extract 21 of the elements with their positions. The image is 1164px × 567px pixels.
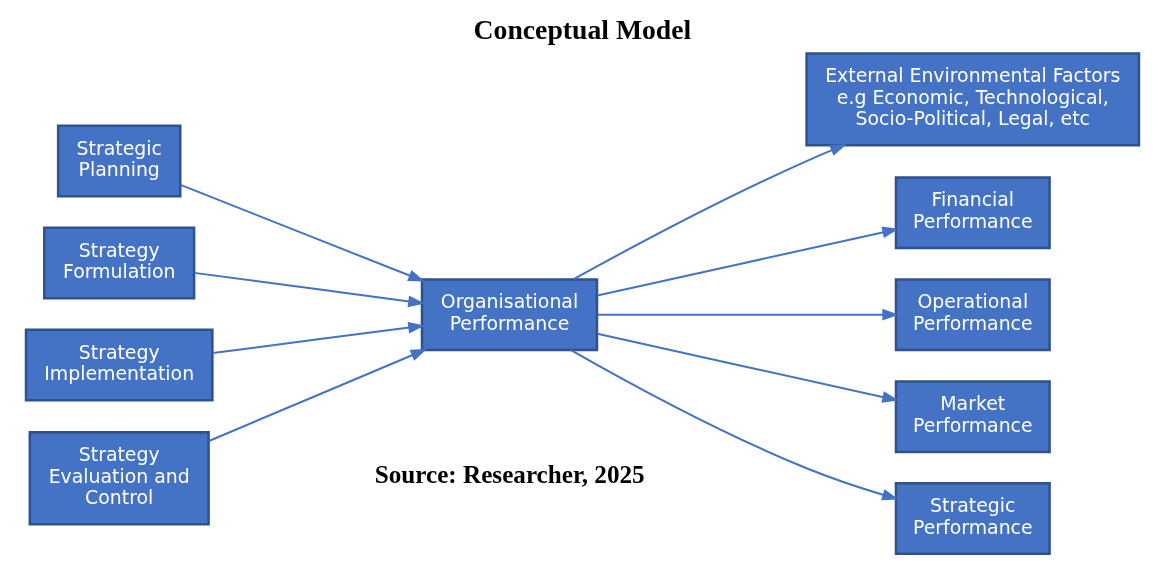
node-box: Strategic Performance: [894, 482, 1051, 556]
arrow: [179, 183, 425, 282]
diagram-title: Conceptual Model: [473, 14, 691, 46]
node-box: Strategy Evaluation and Control: [28, 431, 210, 526]
node-box: Strategy Formulation: [42, 226, 195, 300]
arrow: [208, 348, 427, 442]
node-box: Operational Performance: [894, 278, 1051, 352]
node-box: Market Performance: [894, 380, 1051, 454]
arrow: [193, 271, 425, 308]
node-box: Strategic Planning: [56, 124, 181, 198]
node-box: Strategy Implementation: [24, 328, 214, 402]
arrow: [596, 308, 899, 321]
arrow: [569, 349, 899, 501]
node-box: Organisational Performance: [420, 278, 598, 352]
arrow: [572, 144, 847, 280]
label: Source: Researcher, 2025: [374, 461, 645, 489]
arrow: [596, 226, 899, 297]
arrow: [212, 321, 425, 354]
arrow: [596, 332, 899, 403]
node-box: Financial Performance: [894, 176, 1051, 250]
node-box: External Environmental Factors e.g Economic, Technological, Socio-Political, Legal, etc: [804, 52, 1140, 147]
